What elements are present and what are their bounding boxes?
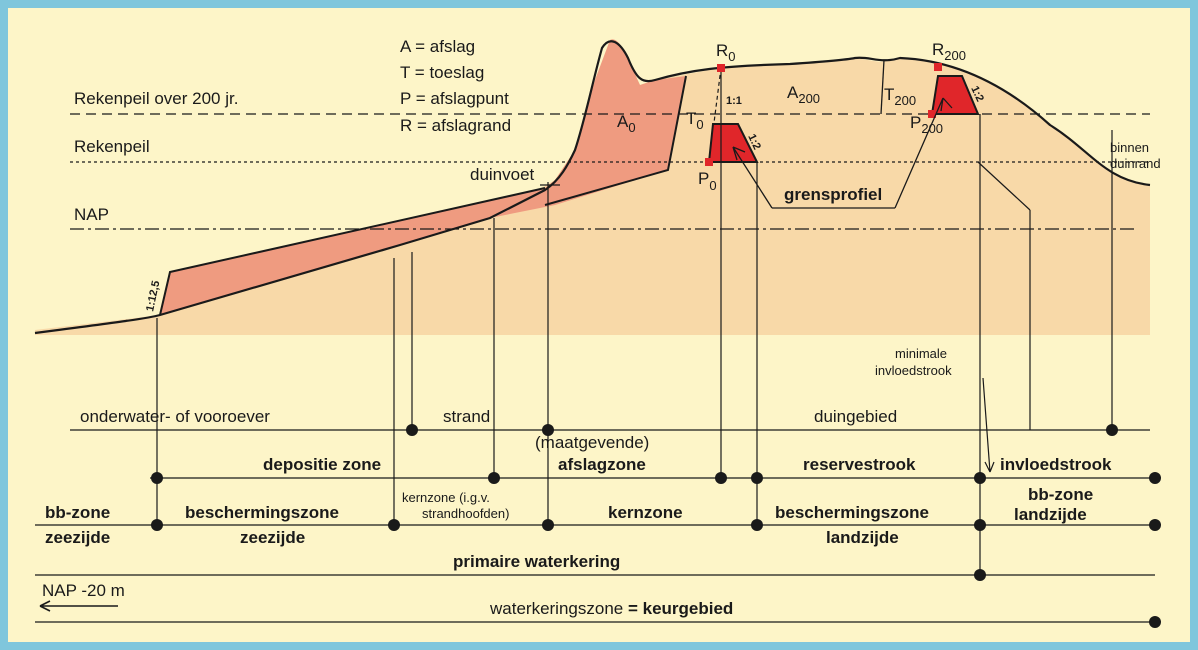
slope-1-12-5-label: 1:12,5 <box>144 280 162 313</box>
legend-p: P = afslagpunt <box>400 89 509 108</box>
strand-label: strand <box>443 407 490 426</box>
grensprofiel-label: grensprofiel <box>784 185 882 204</box>
maatgevende-label: (maatgevende) <box>535 433 649 452</box>
legend-r: R = afslagrand <box>400 116 511 135</box>
point-r0 <box>717 64 725 72</box>
reservestrook-label: reservestrook <box>803 455 916 474</box>
bescherming-land-label-2: landzijde <box>826 528 899 547</box>
bescherming-land-label-1: beschermingszone <box>775 503 929 522</box>
invloedstrook-pointer <box>983 378 994 472</box>
kernzone-note-label-2: strandhoofden) <box>422 506 509 521</box>
primaire-label: primaire waterkering <box>453 552 620 571</box>
legend-a: A = afslag <box>400 37 475 56</box>
duinvoet-label: duinvoet <box>470 165 535 184</box>
afslagzone-label: afslagzone <box>558 455 646 474</box>
nap-20-label: NAP -20 m <box>42 581 125 600</box>
rekenpeil-200-label: Rekenpeil over 200 jr. <box>74 89 238 108</box>
nap-20-arrow <box>40 601 118 611</box>
depositie-label: depositie zone <box>263 455 381 474</box>
bescherming-zee-label-2: zeezijde <box>240 528 305 547</box>
bb-zeezijde-label-1: bb-zone <box>45 503 110 522</box>
bb-zeezijde-label-2: zeezijde <box>45 528 110 547</box>
slope-1-1-label: 1:1 <box>726 95 742 107</box>
bb-landzijde-label-1: bb-zone <box>1028 485 1093 504</box>
waterkeringszone-label: waterkeringszone = keurgebied <box>489 599 733 618</box>
point-p0 <box>705 158 713 166</box>
duingebied-label: duingebied <box>814 407 897 426</box>
legend-t: T = toeslag <box>400 63 484 82</box>
binnen-duinrand-label-1: binnen <box>1110 140 1149 155</box>
onderwater-label: onderwater- of vooroever <box>80 407 270 426</box>
label-r0: R0 <box>716 41 736 64</box>
label-r200: R200 <box>932 40 966 63</box>
bescherming-zee-label-1: beschermingszone <box>185 503 339 522</box>
point-r200 <box>934 63 942 71</box>
kernzone-note-label-1: kernzone (i.g.v. <box>402 490 490 505</box>
rekenpeil-label: Rekenpeil <box>74 137 150 156</box>
bb-landzijde-label-2: landzijde <box>1014 505 1087 524</box>
minimale-label-1: minimale <box>895 346 947 361</box>
kernzone-label: kernzone <box>608 503 683 522</box>
binnen-duinrand-label-2: duinrand <box>1110 156 1161 171</box>
minimale-label-2: invloedstrook <box>875 363 952 378</box>
invloedstrook-label: invloedstrook <box>1000 455 1112 474</box>
nap-label: NAP <box>74 205 109 224</box>
